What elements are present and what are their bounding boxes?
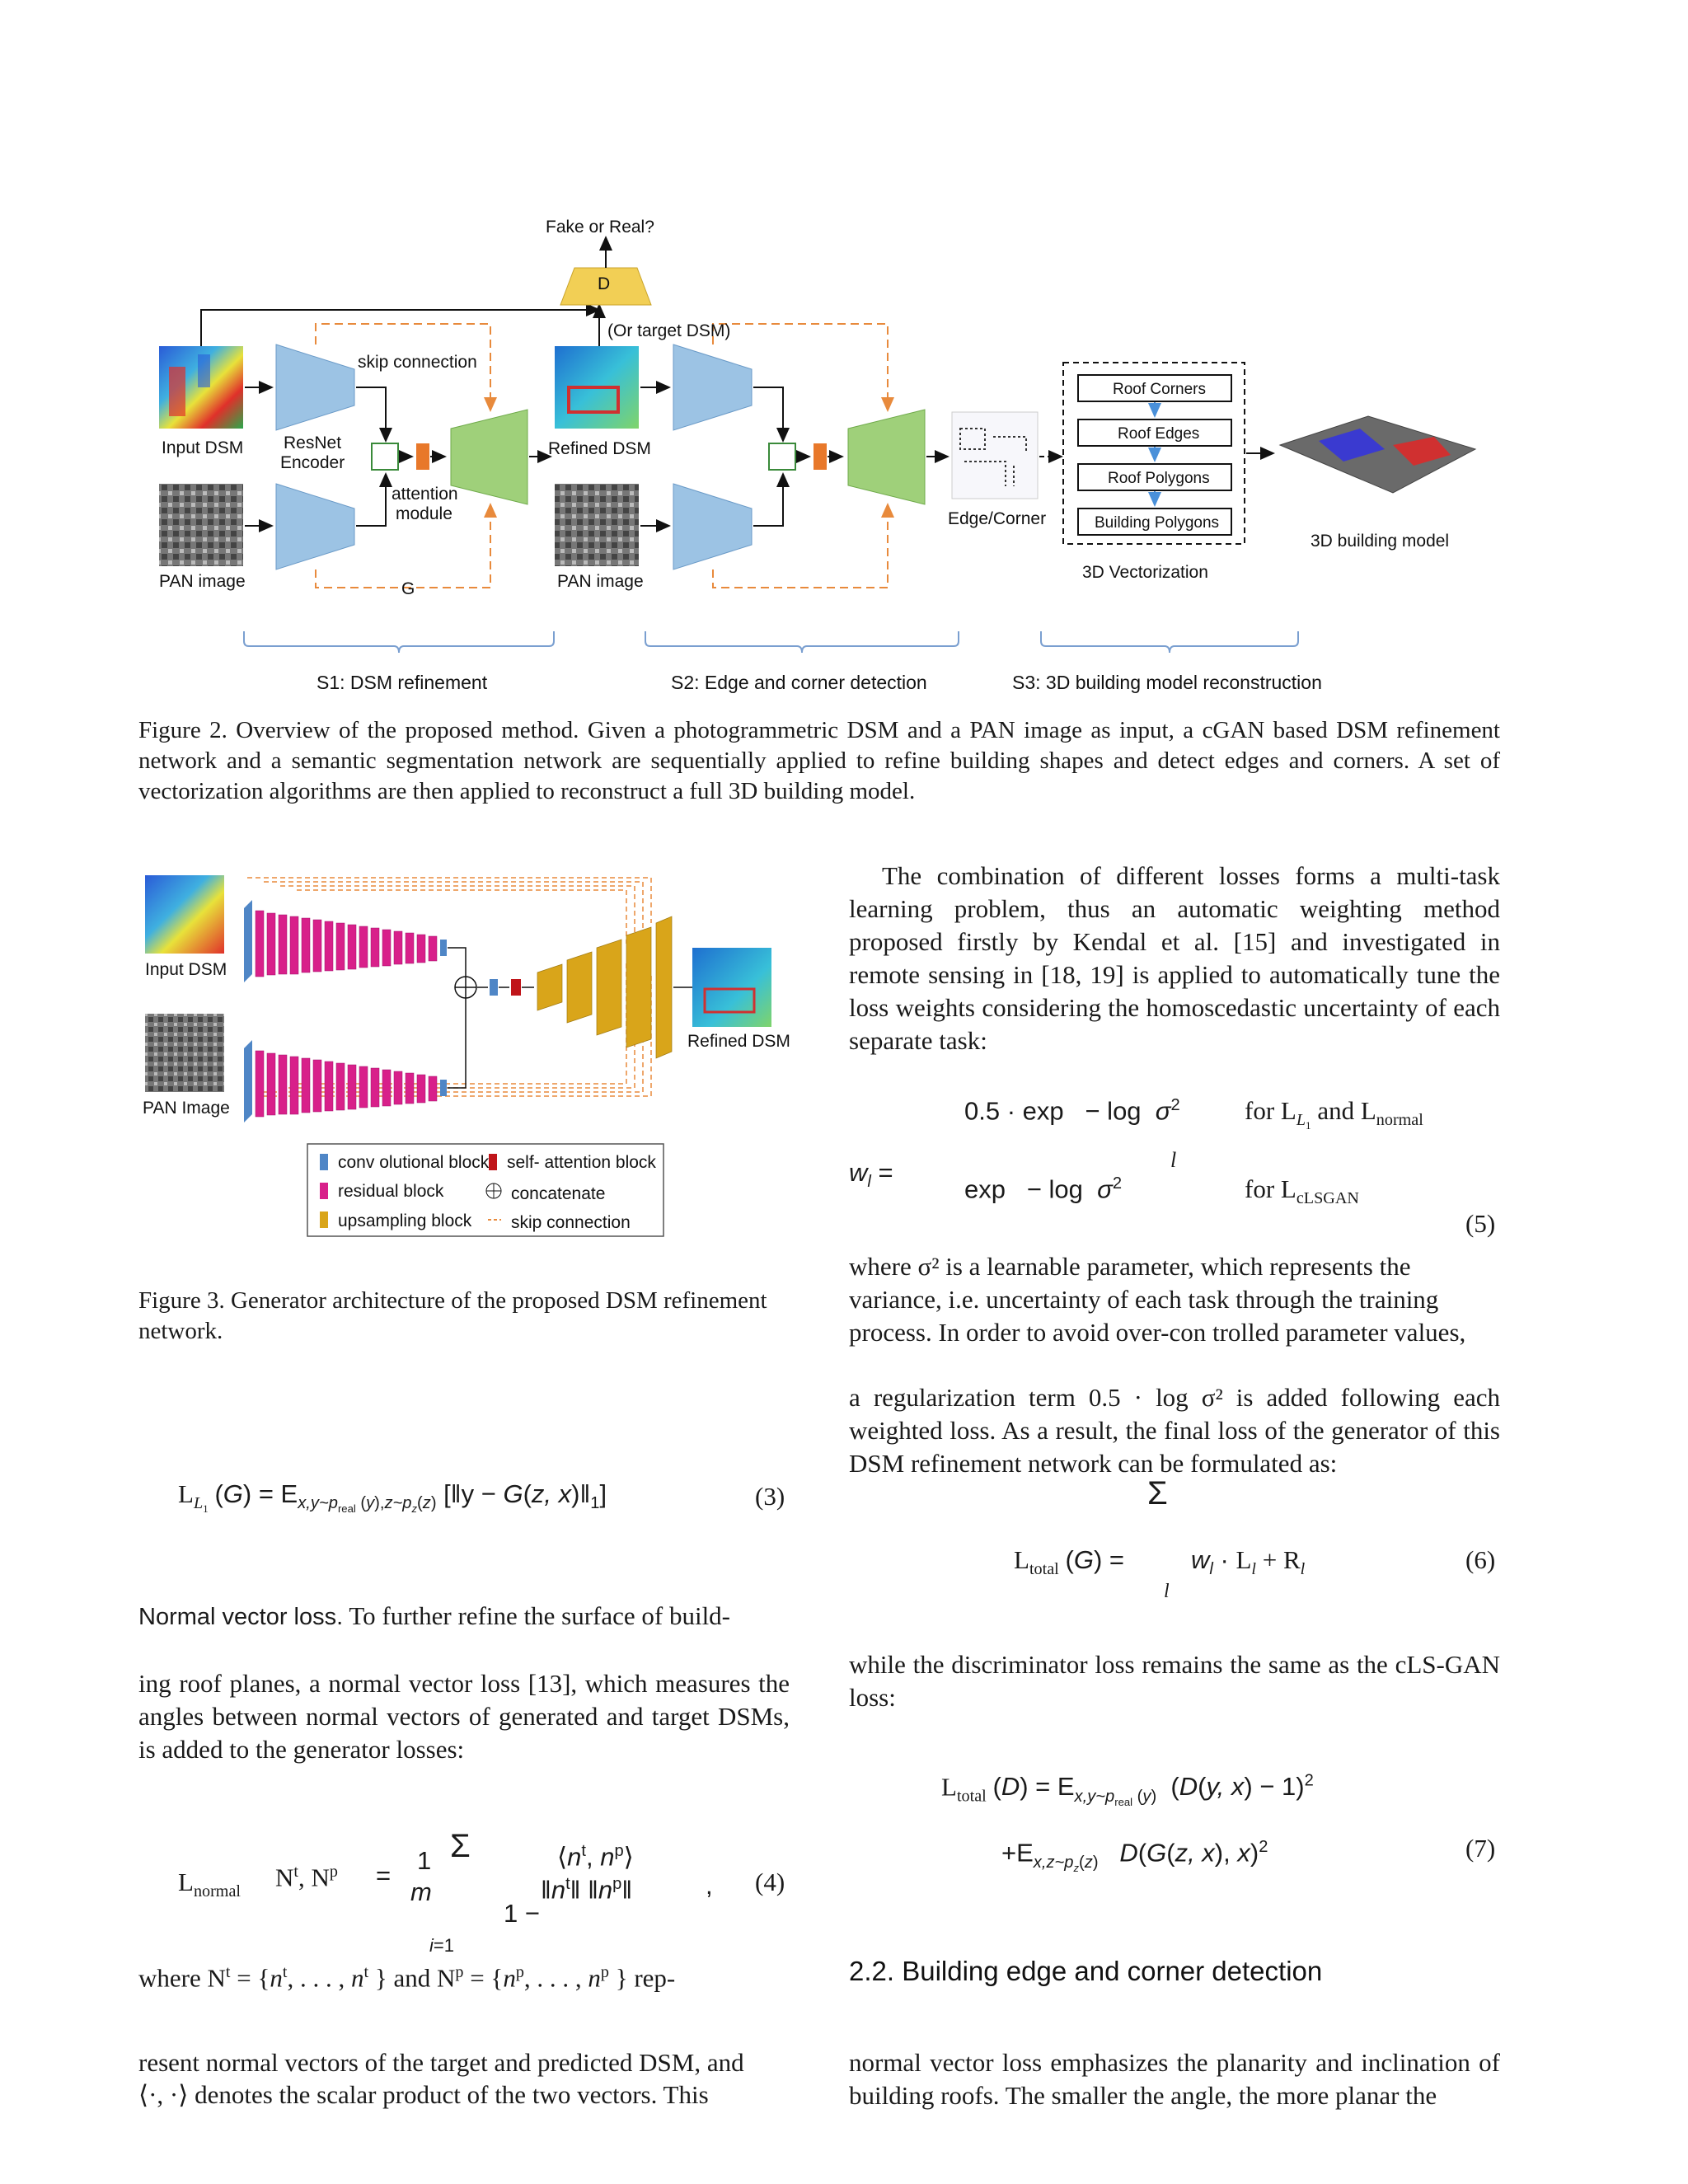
normal-vector-paragraph: ing roof planes, a normal vector loss [1… [138, 1669, 790, 1764]
legend-self-attention: self- attention block [507, 1153, 656, 1172]
f3-pan-image-label: PAN Image [143, 1099, 230, 1118]
concat-box-1 [371, 443, 399, 471]
f3-input-dsm-label: Input DSM [145, 960, 227, 979]
pan-image-label-1: PAN image [159, 572, 246, 591]
sigma-line-3: process. In order to avoid over-con trol… [849, 1318, 1466, 1347]
sigma-line-2: variance, i.e. uncertainty of each task … [849, 1285, 1439, 1314]
f3-self-attention [511, 979, 521, 996]
step-roof-polygons [1077, 463, 1232, 491]
where-line: where Nt = {nt, . . . , nt } and Np = {n… [138, 1963, 676, 1993]
equation-7: Ltotal (D) = Ex,y~preal (y) (D(y, x) − 1… [941, 1772, 1314, 1874]
regularization-paragraph: a regularization term 0.5 · log σ² is ad… [849, 1383, 1500, 1478]
weighting-paragraph: The combination of different losses form… [849, 861, 1500, 1055]
or-target-label: (Or target DSM) [607, 321, 731, 340]
planarity-paragraph: normal vector loss emphasizes the planar… [849, 2048, 1500, 2110]
resnet-encoder-top [275, 344, 355, 431]
brace-s2 [645, 631, 959, 654]
legend-skip: skip connection [511, 1213, 631, 1232]
refined-dsm-label: Refined DSM [548, 439, 651, 458]
s2-label: S2: Edge and corner detection [671, 672, 927, 693]
upsampling-3 [596, 939, 622, 1036]
legend-conv: conv olutional block [338, 1153, 490, 1172]
figure-3: Input DSM PAN Image Refined DSM conv olu… [0, 849, 824, 1244]
fake-or-real-label: Fake or Real? [546, 218, 654, 237]
figure-3-caption: Figure 3. Generator architecture of the … [138, 1287, 767, 1344]
equation-5: 0.5 · exp − log σ2 for LL1 and Lnormal w… [849, 1096, 1423, 1208]
f3-refined-dsm-image [692, 948, 771, 1027]
brace-s3 [1040, 631, 1299, 654]
encoder-s2-bottom [673, 483, 753, 570]
step-label-1: Roof Edges [1118, 425, 1200, 443]
upsampling-2 [566, 951, 593, 1024]
step-label-0: Roof Corners [1113, 381, 1206, 398]
module-label: module [396, 504, 452, 523]
discriminator-paragraph: while the discriminator loss remains the… [849, 1650, 1500, 1712]
upsampling-4 [626, 926, 652, 1048]
upsampling-5 [655, 916, 673, 1059]
normal-vector-heading: Normal vector loss. [138, 1604, 344, 1630]
figure-2-diagram [159, 236, 1477, 654]
step-building-polygons [1077, 508, 1232, 536]
step-label-2: Roof Polygons [1108, 470, 1210, 487]
legend-residual: residual block [338, 1182, 444, 1201]
figure-3-diagram [145, 875, 771, 1237]
f3-input-dsm-image [145, 875, 224, 954]
upsampling-1 [537, 963, 563, 1011]
concat-box-2 [768, 443, 796, 471]
vectorization-label: 3D Vectorization [1082, 563, 1208, 582]
step-roof-edges [1077, 419, 1232, 447]
figure-2-caption: Figure 2. Overview of the proposed metho… [138, 717, 1500, 804]
encoder-s2-top [673, 344, 753, 431]
s3-label: S3: 3D building model reconstruction [1012, 672, 1322, 693]
step-roof-corners [1077, 374, 1232, 402]
d-label: D [598, 274, 611, 293]
attention-block-1 [416, 443, 429, 470]
legend-concatenate: concatenate [511, 1184, 606, 1203]
normal-vector-line: Normal vector loss. To further refine th… [138, 1601, 790, 1631]
equation-4-number: (4) [755, 1868, 785, 1896]
pan-image-1 [159, 484, 243, 566]
equation-7-number: (7) [1465, 1834, 1496, 1863]
where-line-start: where N [138, 1963, 226, 1993]
conv-block-top [244, 900, 252, 982]
input-dsm-label: Input DSM [162, 438, 244, 457]
conv-block-bottom [244, 1040, 252, 1122]
edge-corner-image [951, 411, 1039, 499]
s1-label: S1: DSM refinement [316, 672, 488, 693]
attention-block-2 [814, 443, 827, 470]
represent-line: resent normal vectors of the target and … [138, 2048, 744, 2077]
pan-image-2 [555, 484, 639, 566]
building-model-image [1278, 415, 1477, 494]
f3-refined-dsm-label: Refined DSM [687, 1032, 790, 1051]
sigma-line-1: where σ² is a learnable parameter, which… [849, 1252, 1411, 1281]
equation-5-number: (5) [1465, 1209, 1496, 1238]
scalar-product-line: ⟨·, ·⟩ denotes the scalar product of the… [138, 2080, 709, 2109]
figure-2: Fake or Real? D (Or target DSM) skip con… [0, 0, 1688, 709]
equation-6: Σ Ltotal (G) = wl · Ll + Rl l [1014, 1475, 1306, 1602]
skip-connection-label: skip connection [358, 353, 477, 372]
section-heading: 2.2. Building edge and corner detection [849, 1956, 1323, 1986]
f3-pan-image [145, 1014, 224, 1092]
vectorization-box [1062, 362, 1245, 545]
decoder-2 [847, 409, 926, 505]
equation-6-number: (6) [1465, 1545, 1496, 1574]
building-model-label: 3D building model [1311, 532, 1450, 551]
discriminator [560, 267, 652, 306]
pan-image-label-2: PAN image [557, 572, 644, 591]
step-label-3: Building Polygons [1095, 514, 1220, 532]
resnet-label: ResNet [284, 434, 342, 452]
equation-3: LL1 (G) = Ex,y~preal (y),z~pz(z) [‖y − G… [178, 1479, 607, 1516]
resnet-encoder-bottom [275, 483, 355, 570]
f3-legend-box [307, 1143, 664, 1237]
g-label: G [401, 579, 415, 598]
attention-label: attention [392, 485, 458, 504]
normal-vector-line-rest: To further refine the surface of build- [349, 1601, 730, 1630]
f3-conv-mid [490, 979, 498, 996]
encoder-label: Encoder [280, 453, 345, 472]
equation-3-number: (3) [755, 1482, 785, 1511]
legend-upsampling: upsampling block [338, 1212, 472, 1230]
edge-corner-label: Edge/Corner [948, 509, 1047, 528]
decoder-1 [450, 409, 528, 505]
brace-s1 [243, 631, 555, 654]
